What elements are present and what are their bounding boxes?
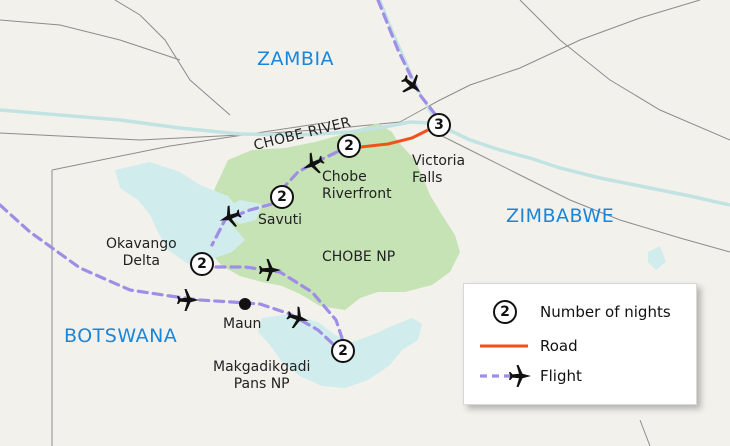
legend-road-label: Road — [540, 337, 578, 355]
legend-road-line — [480, 344, 528, 348]
legend-nights-symbol: 2 — [493, 300, 517, 324]
legend-flight-label: Flight — [540, 367, 582, 385]
place-label-makgadikgadi: Makgadikgadi Pans NP — [213, 359, 311, 392]
lake — [648, 246, 666, 270]
legend-nights-row: 2 Number of nights — [464, 298, 696, 326]
stop-okavango-delta: 2 — [190, 252, 214, 276]
maun-marker — [239, 298, 251, 310]
stop-chobe-riverfront: 2 — [337, 134, 361, 158]
park-label: CHOBE NP — [322, 249, 396, 265]
stop-victoria-falls: 3 — [427, 113, 451, 137]
place-label-maun: Maun — [223, 316, 262, 332]
map-legend: 2 Number of nights Road Flight — [463, 283, 697, 405]
stop-savuti: 2 — [270, 185, 294, 209]
place-label-victoria-falls: Victoria Falls — [412, 153, 466, 186]
legend-flight-row: Flight — [464, 362, 696, 390]
legend-flight-line — [480, 365, 531, 387]
country-label-zimbabwe: ZIMBABWE — [506, 205, 615, 227]
legend-nights-label: Number of nights — [540, 303, 671, 321]
place-label-savuti: Savuti — [258, 212, 303, 228]
country-label-botswana: BOTSWANA — [64, 325, 178, 347]
stop-makgadikgadi: 2 — [331, 339, 355, 363]
chobe-national-park — [208, 123, 460, 310]
place-label-chobe-riverfront: Chobe Riverfront — [322, 169, 392, 202]
plane-icon — [509, 365, 531, 387]
place-label-okavango-delta: Okavango Delta — [106, 236, 177, 269]
country-label-zambia: ZAMBIA — [257, 48, 335, 70]
road-route — [360, 128, 429, 149]
legend-road-row: Road — [464, 332, 696, 360]
